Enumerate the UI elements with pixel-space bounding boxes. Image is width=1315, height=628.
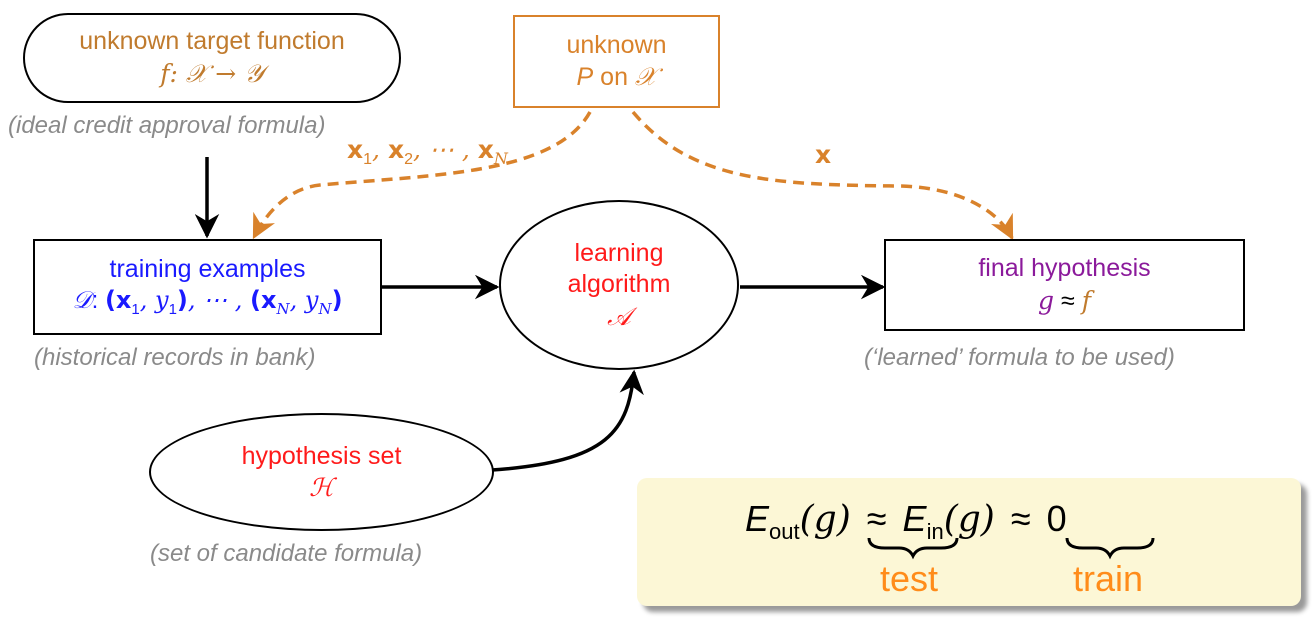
training-caption: (historical records in bank) (34, 344, 316, 371)
underbrace-layer (867, 537, 1155, 560)
test-label: test (880, 558, 939, 599)
hypothesis-set-node: hypothesis set ℋ (149, 413, 494, 531)
arrow-distribution-to-final (631, 110, 1014, 241)
training-xN-sub: N (276, 300, 290, 319)
eout-sub: out (769, 519, 800, 545)
distribution-formula: P on 𝒳 (577, 61, 657, 93)
sample-subN: N (493, 149, 508, 168)
target-f: f (160, 58, 170, 88)
ein-arg: (g) (943, 499, 995, 540)
training-x1: x (115, 286, 132, 315)
target-caption: (ideal credit approval formula) (8, 112, 326, 139)
distribution-p: P (576, 63, 594, 91)
eout-e: E (745, 498, 770, 539)
distribution-node: unknown P on 𝒳 (513, 15, 720, 108)
learning-algorithm-node: learning algorithm 𝒜 (499, 200, 739, 370)
sample-label: x1, x2, ⋯ , xN (347, 135, 508, 169)
training-title: training examples (109, 255, 306, 284)
training-y1: y (155, 286, 169, 315)
final-hypothesis-formula: g ≈ f (1038, 285, 1091, 317)
sample-x2: x (387, 135, 405, 164)
ein-sub: in (926, 519, 944, 545)
callout-equation: Eout(g) ≈ Ein(g) ≈ 0 (745, 498, 1067, 545)
train-label: train (1073, 558, 1144, 599)
training-yN-sub: N (318, 300, 332, 319)
error-callout: Eout(g) ≈ Ein(g) ≈ 0 test train (637, 478, 1301, 606)
distribution-on: on (600, 63, 628, 91)
training-colon: : (91, 287, 99, 315)
final-hypothesis-title: final hypothesis (978, 254, 1151, 283)
underbrace-test (867, 537, 959, 560)
zero-value: 0 (1046, 498, 1067, 539)
test-sample-x: x (815, 140, 832, 169)
final-hypothesis-caption: (‘learned’ formula to be used) (864, 344, 1175, 371)
distribution-space: 𝒳 (634, 62, 657, 91)
sample-xN: x (477, 135, 494, 164)
training-paren1-open: ( (104, 286, 116, 315)
algorithm-line1: learning (574, 239, 664, 268)
final-f: f (1081, 285, 1091, 315)
sample-sub2: 2 (404, 151, 413, 168)
training-examples-node: training examples 𝒟: (x1, y1), ⋯ , (xN, … (33, 239, 382, 335)
hypothesis-set-symbol: ℋ (309, 473, 334, 502)
target-function-node: unknown target function f: 𝒳 → 𝒴 (23, 13, 401, 103)
approx-test: ≈ (866, 498, 887, 539)
approx-train: ≈ (1010, 498, 1031, 539)
training-yN: y (304, 286, 319, 315)
sample-sub1: 1 (363, 151, 373, 168)
sample-comma1: , (372, 135, 388, 164)
final-hypothesis-node: final hypothesis g ≈ f (884, 239, 1245, 331)
target-function-title: unknown target function (79, 27, 345, 56)
training-formula: 𝒟: (x1, y1), ⋯ , (xN, yN) (72, 285, 342, 320)
eout-arg: (g) (799, 499, 851, 540)
hypothesis-set-caption: (set of candidate formula) (150, 540, 423, 567)
algorithm-line2: algorithm (567, 270, 671, 299)
arrow-hypothesis-set-to-algorithm (491, 369, 644, 472)
training-commaN: , (289, 286, 305, 315)
training-y1-sub: 1 (168, 301, 177, 319)
final-approx: ≈ (1061, 286, 1075, 315)
sample-x1: x (347, 135, 364, 164)
training-x1-sub: 1 (131, 301, 140, 319)
training-dots: , ⋯ , (187, 286, 251, 315)
training-parenN-open: ( (250, 286, 262, 315)
sample-dots: , ⋯ , (413, 135, 478, 164)
training-comma1: , (139, 286, 156, 315)
final-g: g (1038, 285, 1055, 315)
test-sample-label: x (815, 140, 831, 170)
ein-e: E (902, 498, 927, 539)
training-d: 𝒟 (72, 286, 92, 315)
training-paren1-close: ) (176, 286, 188, 315)
target-mapping: : 𝒳 → 𝒴 (169, 58, 264, 88)
training-xN: x (261, 286, 277, 315)
algorithm-symbol: 𝒜 (607, 301, 631, 331)
target-function-formula: f: 𝒳 → 𝒴 (160, 58, 264, 90)
training-parenN-close: ) (331, 286, 343, 315)
hypothesis-set-title: hypothesis set (241, 441, 402, 470)
underbrace-train (1065, 537, 1155, 560)
distribution-title: unknown (566, 30, 667, 59)
